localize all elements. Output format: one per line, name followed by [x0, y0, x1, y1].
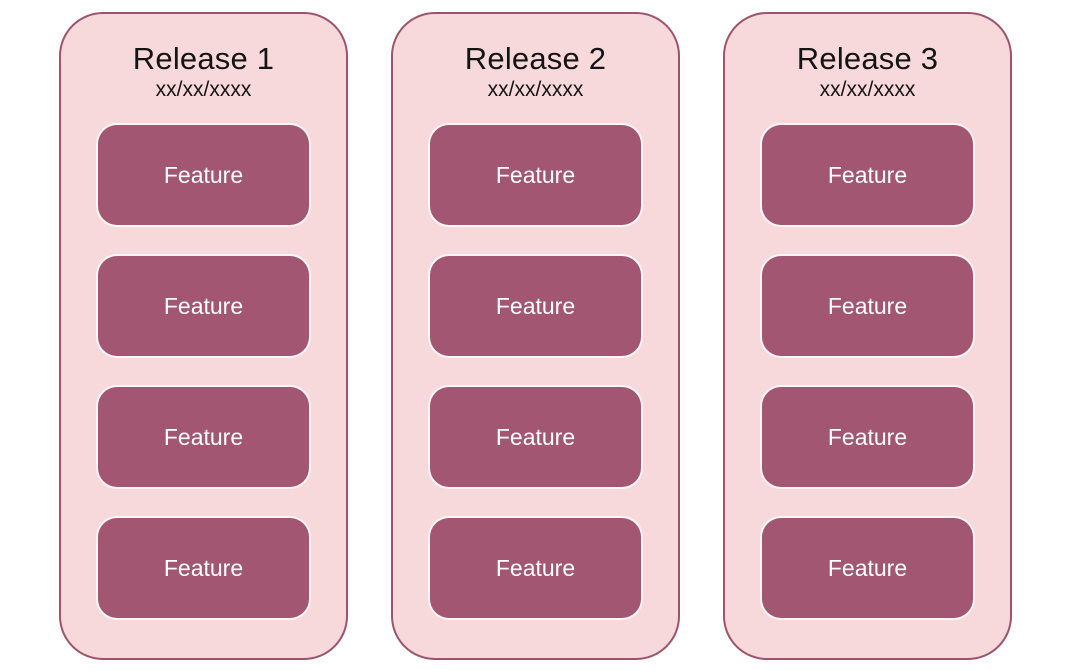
- release-date: xx/xx/xxxx: [487, 78, 584, 101]
- feature-box: Feature: [762, 125, 973, 225]
- release-date: xx/xx/xxxx: [819, 78, 916, 101]
- release-columns: Release 1 xx/xx/xxxx Feature Feature Fea…: [59, 12, 1012, 660]
- release-title: Release 2: [464, 41, 607, 76]
- feature-box: Feature: [762, 256, 973, 356]
- release-date: xx/xx/xxxx: [155, 78, 252, 101]
- feature-box: Feature: [430, 518, 641, 618]
- release-column-2: Release 2 xx/xx/xxxx Feature Feature Fea…: [391, 12, 680, 660]
- feature-box: Feature: [430, 125, 641, 225]
- feature-box: Feature: [430, 256, 641, 356]
- feature-box: Feature: [762, 518, 973, 618]
- feature-box: Feature: [98, 125, 309, 225]
- release-title: Release 1: [132, 41, 275, 76]
- feature-box: Feature: [762, 387, 973, 487]
- release-title: Release 3: [796, 41, 939, 76]
- release-column-1: Release 1 xx/xx/xxxx Feature Feature Fea…: [59, 12, 348, 660]
- feature-box: Feature: [98, 387, 309, 487]
- feature-box: Feature: [98, 256, 309, 356]
- release-column-3: Release 3 xx/xx/xxxx Feature Feature Fea…: [723, 12, 1012, 660]
- feature-box: Feature: [98, 518, 309, 618]
- feature-box: Feature: [430, 387, 641, 487]
- feature-list: Feature Feature Feature Feature: [430, 125, 641, 618]
- feature-list: Feature Feature Feature Feature: [762, 125, 973, 618]
- feature-list: Feature Feature Feature Feature: [98, 125, 309, 618]
